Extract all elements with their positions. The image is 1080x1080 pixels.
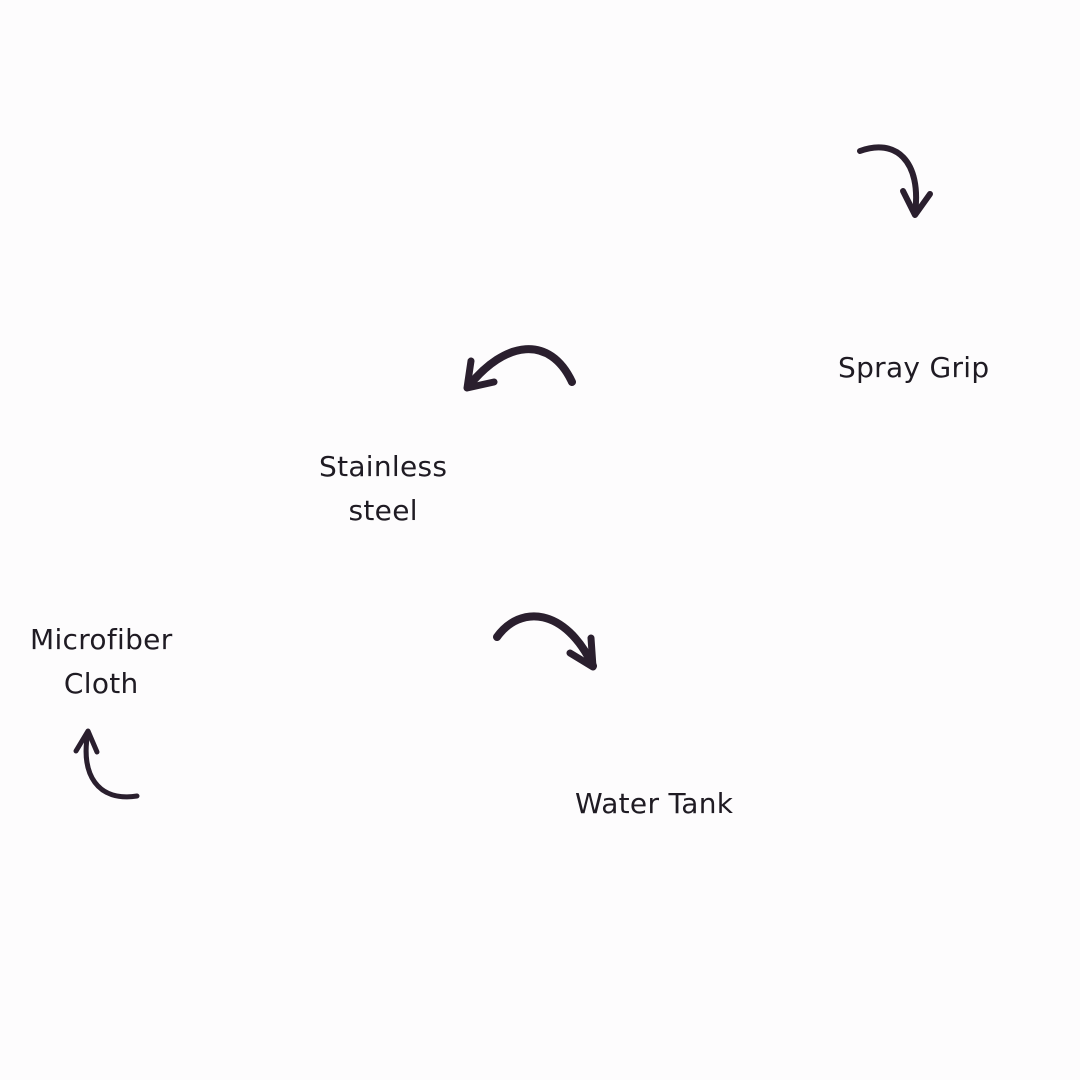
curved-arrow-icon: [73, 728, 140, 800]
label-stainless-line1: Stainless: [319, 450, 448, 483]
label-water-tank: Water Tank: [575, 782, 733, 826]
label-stainless-line2: steel: [348, 494, 418, 527]
label-microfiber-cloth: Microfiber Cloth: [30, 618, 173, 706]
curved-arrow-icon: [857, 144, 933, 218]
curved-arrow-icon: [493, 612, 597, 671]
label-stainless-steel: Stainless steel: [319, 445, 447, 533]
label-spray-grip-text: Spray Grip: [838, 351, 990, 384]
label-spray-grip: Spray Grip: [838, 346, 989, 390]
label-microfiber-line2: Cloth: [63, 667, 139, 700]
label-microfiber-line1: Microfiber: [30, 623, 173, 656]
curved-arrow-icon: [463, 345, 576, 392]
label-water-tank-text: Water Tank: [575, 787, 734, 820]
